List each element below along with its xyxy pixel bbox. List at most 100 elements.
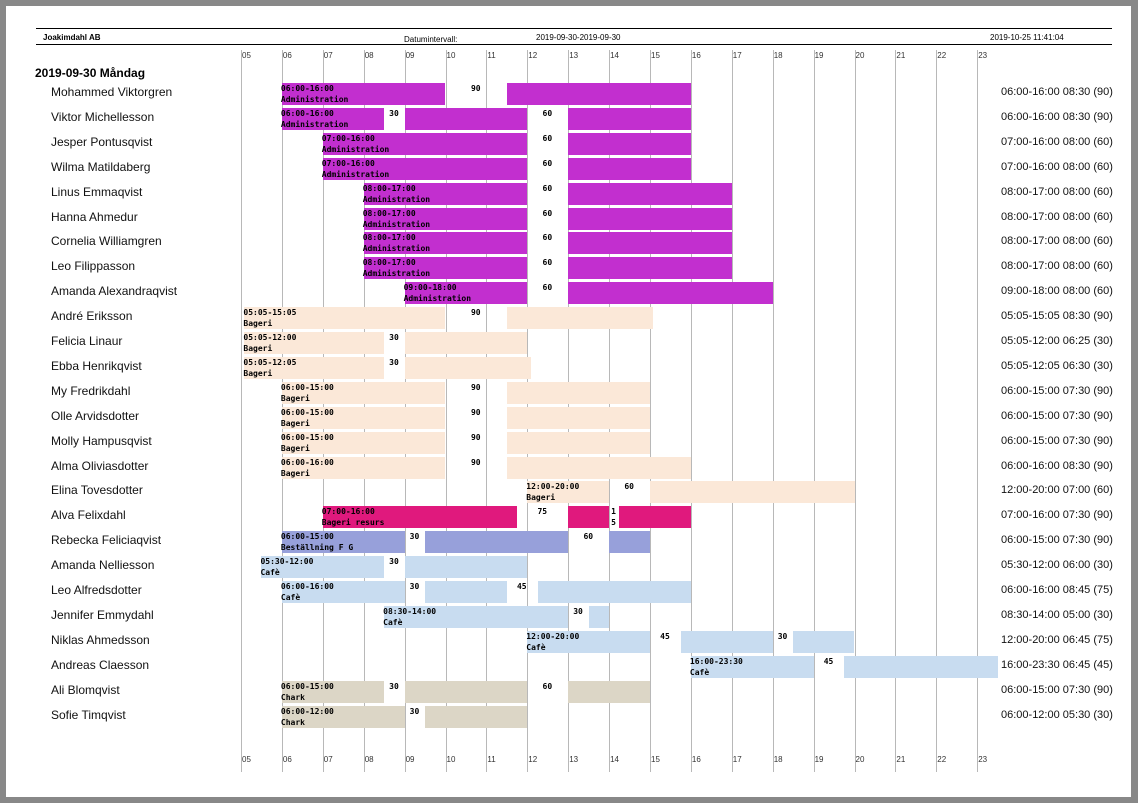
break-label: 45 [823, 656, 834, 666]
break-label: 60 [542, 158, 553, 168]
shift-bar[interactable] [404, 332, 528, 354]
employee-name: Jesper Pontusqvist [51, 134, 153, 149]
shift-bar[interactable] [506, 83, 691, 105]
shift-bar[interactable] [244, 332, 385, 354]
employee-name: Wilma Matildaberg [51, 159, 151, 174]
shift-bar[interactable] [568, 157, 691, 180]
shift-summary: 09:00-18:00 08:00 (60) [1001, 285, 1113, 298]
shift-bar[interactable] [363, 182, 528, 205]
shift-bar[interactable] [281, 581, 405, 603]
shift-summary: 06:00-15:00 07:30 (90) [1001, 409, 1113, 422]
hour-tick-label-top: 14 [610, 51, 619, 60]
shift-bar[interactable] [404, 356, 531, 379]
shift-bar[interactable] [322, 132, 528, 155]
break-label: 60 [542, 183, 553, 193]
break-label: 30 [573, 606, 583, 616]
employee-name: Niklas Ahmedsson [51, 632, 150, 647]
shift-summary: 07:00-16:00 08:00 (60) [1001, 135, 1113, 148]
shift-bar[interactable] [568, 182, 732, 205]
shift-summary: 06:00-16:00 08:45 (75) [1001, 584, 1113, 596]
shift-bar[interactable] [404, 282, 528, 305]
shift-bar[interactable] [568, 107, 691, 130]
shift-bar[interactable] [506, 431, 650, 454]
shift-bar[interactable] [527, 481, 610, 504]
shift-bar[interactable] [281, 83, 446, 105]
shift-bar[interactable] [281, 680, 385, 703]
shift-bar[interactable] [244, 307, 446, 330]
shift-bar[interactable] [568, 207, 732, 230]
hour-tick-label-bottom: 19 [814, 755, 824, 764]
hour-tick-label-bottom: 22 [937, 755, 947, 764]
shift-bar[interactable] [404, 556, 528, 579]
shift-summary: 06:00-15:00 07:30 (90) [1001, 434, 1113, 447]
shift-bar[interactable] [680, 630, 773, 653]
employee-name: Amanda Alexandraqvist [51, 284, 178, 299]
shift-bar[interactable] [568, 680, 650, 703]
shift-bar[interactable] [425, 705, 528, 728]
shift-bar[interactable] [404, 680, 528, 703]
shift-bar[interactable] [793, 630, 855, 653]
shift-bar[interactable] [363, 257, 528, 280]
shift-summary: 05:05-12:05 06:30 (30) [1001, 359, 1113, 372]
employee-name: André Eriksson [51, 309, 133, 324]
shift-bar[interactable] [844, 655, 998, 678]
shift-bar[interactable] [506, 406, 650, 429]
break-label: 90 [470, 457, 481, 467]
shift-bar[interactable] [281, 456, 446, 479]
shift-bar[interactable] [425, 531, 569, 554]
hour-tick-label-top: 18 [773, 51, 783, 60]
employee-name: Alva Felixdahl [51, 508, 126, 523]
hour-gridline [731, 50, 733, 772]
shift-bar[interactable] [281, 107, 385, 130]
shift-bar[interactable] [527, 630, 650, 653]
hour-tick-label-top: 22 [937, 51, 947, 60]
shift-bar[interactable] [322, 157, 528, 180]
shift-bar[interactable] [619, 506, 691, 529]
shift-bar[interactable] [568, 257, 732, 280]
shift-bar[interactable] [568, 282, 773, 305]
break-label: 60 [624, 482, 634, 492]
shift-bar[interactable] [384, 605, 569, 628]
break-label: 30 [389, 557, 399, 567]
shift-bar[interactable] [281, 531, 405, 554]
shift-bar[interactable] [322, 506, 518, 529]
shift-bar[interactable] [690, 655, 814, 678]
shift-bar[interactable] [363, 232, 528, 255]
shift-bar[interactable] [363, 207, 528, 230]
hour-tick-label-top: 09 [405, 51, 415, 60]
shift-bar[interactable] [281, 705, 405, 728]
shift-bar[interactable] [506, 456, 691, 479]
shift-bar[interactable] [506, 307, 654, 330]
header-bottom-rule [36, 44, 1112, 45]
break-label: 60 [542, 233, 553, 243]
shift-bar[interactable] [568, 232, 732, 255]
shift-bar[interactable] [537, 581, 691, 603]
shift-bar[interactable] [404, 107, 528, 130]
hour-tick-label-bottom: 23 [978, 755, 988, 764]
shift-bar[interactable] [650, 481, 855, 504]
shift-bar[interactable] [261, 556, 385, 579]
hour-tick-label-bottom: 08 [364, 755, 374, 764]
shift-bar[interactable] [281, 406, 446, 429]
shift-bar[interactable] [568, 506, 610, 529]
shift-bar[interactable] [425, 581, 507, 603]
shift-bar[interactable] [244, 356, 385, 379]
shift-bar[interactable] [281, 381, 446, 404]
shift-summary: 06:00-15:00 07:30 (90) [1001, 534, 1113, 547]
break-label: 30 [409, 582, 420, 591]
break-label: 30 [389, 681, 399, 691]
shift-bar[interactable] [609, 531, 650, 554]
shift-bar[interactable] [281, 431, 446, 454]
shift-bar[interactable] [588, 605, 610, 628]
employee-name: Linus Emmaqvist [51, 184, 143, 199]
shift-bar[interactable] [568, 132, 691, 155]
shift-bar[interactable] [506, 381, 650, 404]
